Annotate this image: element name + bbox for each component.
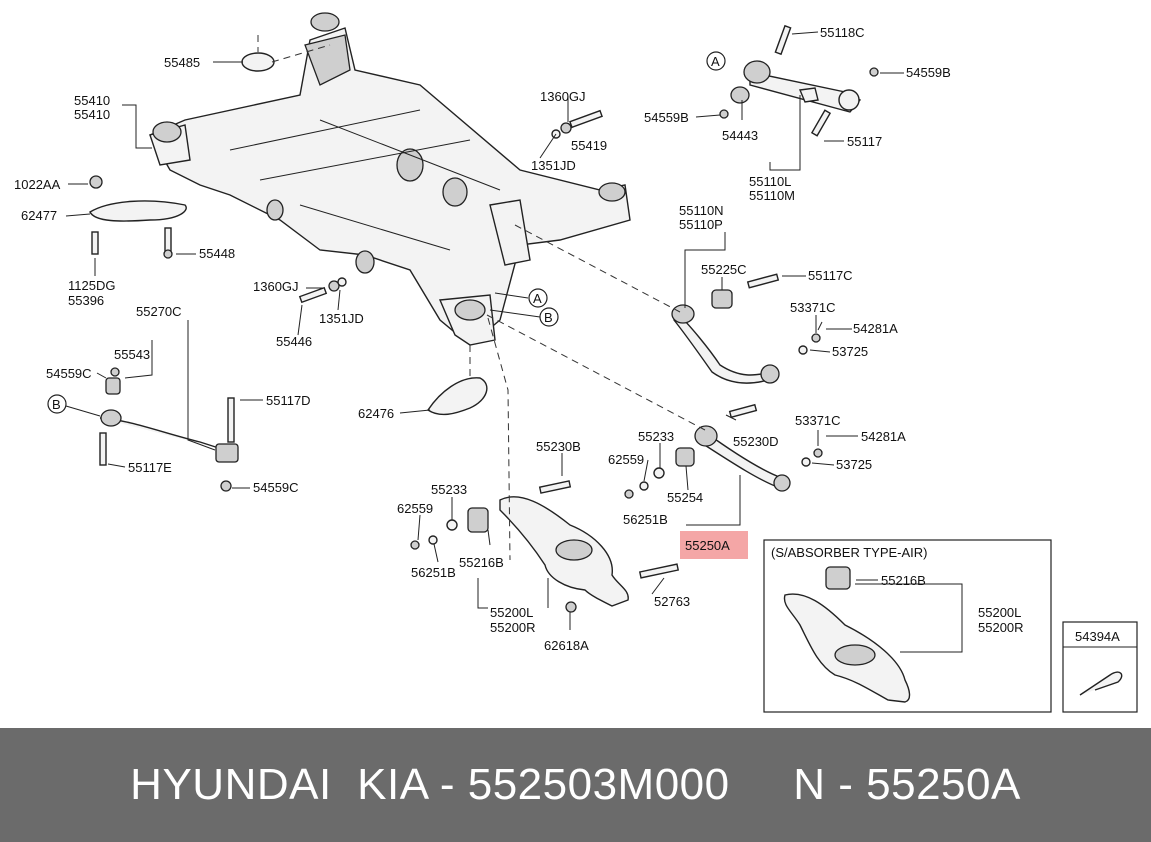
svg-text:B: B [544, 310, 553, 325]
label-53371C-top: 53371C [790, 300, 836, 315]
label-62559-left: 62559 [397, 501, 433, 516]
callout-b-left: B [47, 394, 101, 417]
label-1360GJ-top: 1360GJ [540, 89, 586, 104]
part-number-footer: HYUNDAI KIA - 552503M000 N - 55250A [0, 728, 1151, 842]
label-55250A: 55250A [685, 538, 730, 553]
label-56251B-right: 56251B [623, 512, 668, 527]
label-55419: 55419 [571, 138, 607, 153]
trailing-arm-55250A-drawing [624, 403, 823, 499]
label-53725-top: 53725 [832, 344, 868, 359]
svg-text:A: A [711, 54, 720, 69]
svg-text:A: A [533, 291, 542, 306]
label-54443: 54443 [722, 128, 758, 143]
label-55216B: 55216B [459, 555, 504, 570]
mount-bracket-62477-drawing [89, 175, 187, 259]
footer-part-number-text: HYUNDAI KIA - 552503M000 N - 55250A [130, 760, 1021, 809]
label-55254: 55254 [667, 490, 703, 505]
label-55200R: 55200R [490, 620, 536, 635]
label-1360GJ-mid: 1360GJ [253, 279, 299, 294]
callout-a-mid: A [494, 288, 548, 308]
label-54394A: 54394A [1075, 629, 1120, 644]
upper-arm-54443-drawing [719, 24, 879, 137]
label-55485: 55485 [164, 55, 200, 70]
suspension-exploded-diagram: A A B B 55485 55410 55410 1022AA 62477 5… [14, 12, 1138, 713]
label-55110P: 55110P [679, 217, 723, 232]
mount-bracket-62476-drawing [427, 377, 488, 416]
label-62618A: 62618A [544, 638, 589, 653]
highlight-55250A [680, 531, 748, 559]
label-55230B: 55230B [536, 439, 581, 454]
clip-54394A-drawing [1079, 671, 1123, 696]
label-55446: 55446 [276, 334, 312, 349]
bolt-55419-drawing [569, 109, 603, 129]
part-number-labels: 55485 55410 55410 1022AA 62477 55448 112… [14, 25, 1120, 653]
label-55233-right: 55233 [638, 429, 674, 444]
label-55117D: 55117D [266, 393, 311, 408]
label-55543: 55543 [114, 347, 150, 362]
label-1351JD-top: 1351JD [531, 158, 576, 173]
inset-lower-arm-drawing [783, 566, 911, 703]
label-55225C: 55225C [701, 262, 747, 277]
label-62476: 62476 [358, 406, 394, 421]
label-55118C: 55118C [820, 25, 865, 40]
label-55117: 55117 [847, 134, 882, 149]
air-absorber-inset-box [763, 539, 1052, 713]
label-54559B-left: 54559B [644, 110, 689, 125]
label-54559C-bottom: 54559C [253, 480, 299, 495]
label-55110N: 55110N [679, 203, 724, 218]
label-1351JD-mid: 1351JD [319, 311, 364, 326]
label-55410-b: 55410 [74, 107, 110, 122]
callout-b-mid: B [489, 307, 559, 327]
label-inset-55200R: 55200R [978, 620, 1024, 635]
label-55117C: 55117C [808, 268, 853, 283]
label-53725-bottom: 53725 [836, 457, 872, 472]
label-56251B-left: 56251B [411, 565, 456, 580]
label-55117E: 55117E [128, 460, 172, 475]
label-inset-55200L: 55200L [978, 605, 1021, 620]
label-55270C: 55270C [136, 304, 182, 319]
label-55110M: 55110M [749, 188, 795, 203]
label-1125DG: 1125DG [68, 278, 115, 293]
label-55233-left: 55233 [431, 482, 467, 497]
label-55396: 55396 [68, 293, 104, 308]
label-53371C-bottom: 53371C [795, 413, 841, 428]
clip-54394A-box [1062, 621, 1138, 713]
lower-arm-55200L-drawing [410, 480, 680, 613]
rear-subframe-drawing [149, 12, 631, 346]
label-55200L: 55200L [490, 605, 533, 620]
label-55110L: 55110L [749, 174, 791, 189]
label-55448: 55448 [199, 246, 235, 261]
mount-insulator-drawing [241, 52, 275, 72]
label-1022AA: 1022AA [14, 177, 61, 192]
label-62477: 62477 [21, 208, 57, 223]
label-62559-right: 62559 [608, 452, 644, 467]
label-54559C-left: 54559C [46, 366, 92, 381]
label-52763: 52763 [654, 594, 690, 609]
label-54281A-top: 54281A [853, 321, 898, 336]
svg-text:B: B [52, 397, 61, 412]
inset-title: (S/ABSORBER TYPE-AIR) [771, 545, 928, 560]
upper-control-arm-55110N-drawing [671, 273, 823, 384]
label-55410-a: 55410 [74, 93, 110, 108]
label-54559B-right: 54559B [906, 65, 951, 80]
label-54281A-bottom: 54281A [861, 429, 906, 444]
label-55230D: 55230D [733, 434, 779, 449]
callout-a-top: A [706, 51, 726, 71]
bolt-55446-drawing [298, 286, 328, 304]
label-inset-55216B: 55216B [881, 573, 926, 588]
